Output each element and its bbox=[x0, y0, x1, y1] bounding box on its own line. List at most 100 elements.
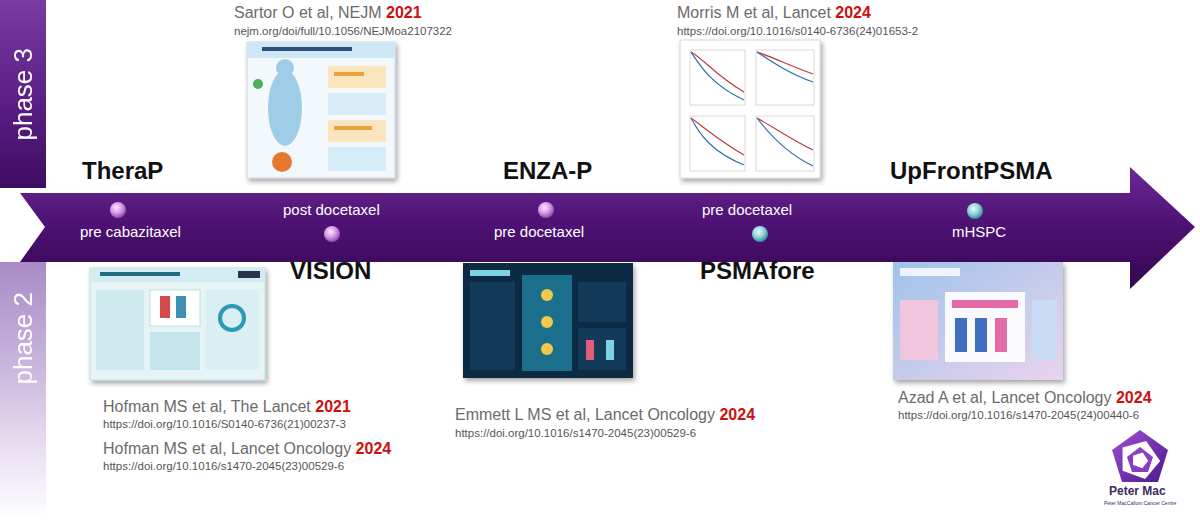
phase-label: phase 3 bbox=[10, 48, 36, 141]
infographic-ring bbox=[220, 306, 244, 330]
infographic-panel bbox=[1032, 300, 1057, 360]
infographic-panel bbox=[470, 282, 515, 370]
doi-link: https://doi.org/10.1016/S0140-6736(21)00… bbox=[103, 418, 346, 430]
survival-curve bbox=[691, 118, 744, 155]
thumbnail-header bbox=[90, 268, 265, 282]
infographic-dot bbox=[541, 289, 553, 301]
trial-marker bbox=[967, 203, 983, 219]
trial-name: VISION bbox=[290, 257, 371, 284]
doi-link: https://doi.org/10.1016/s1470-2045(24)00… bbox=[898, 409, 1139, 421]
infographic-bar bbox=[334, 126, 372, 130]
text-line: PSMAfore bbox=[700, 258, 815, 284]
infographic-bar bbox=[952, 300, 1018, 308]
stage-label: pre docetaxel bbox=[494, 224, 584, 241]
trial-marker bbox=[324, 226, 340, 242]
infographic-panel bbox=[328, 120, 386, 142]
survival-curve bbox=[757, 52, 813, 82]
publication-year: 2024 bbox=[1116, 389, 1152, 406]
citation: Azad A et al, Lancet Oncology bbox=[898, 389, 1111, 406]
arrow-body bbox=[20, 167, 1195, 289]
logo-shape bbox=[1112, 430, 1168, 482]
text-line: nejm.org/doi/full/10.1056/NEJMoa2107322 bbox=[234, 25, 452, 38]
plot-axes bbox=[756, 50, 814, 105]
survival-curve bbox=[691, 118, 744, 165]
phase-bar: phase 2 bbox=[0, 262, 46, 520]
infographic-figure bbox=[955, 318, 967, 352]
trial-marker bbox=[538, 202, 554, 218]
thumbnail-logo bbox=[238, 271, 260, 278]
thumbnail-frame bbox=[247, 42, 395, 178]
text-line: https://doi.org/10.1016/s1470-2045(23)00… bbox=[103, 460, 344, 473]
text-line: Morris M et al, Lancet2024 bbox=[677, 4, 871, 22]
thumbnail-title-bar bbox=[100, 272, 180, 276]
text-line: ENZA-P bbox=[503, 158, 592, 184]
survival-curve bbox=[691, 52, 744, 92]
timeline-arrow: pre cabazitaxelpost docetaxelpre docetax… bbox=[20, 165, 1196, 292]
infographic-dot bbox=[253, 79, 263, 89]
thumbnail-frame bbox=[893, 262, 1063, 380]
trial-name: TheraP bbox=[82, 157, 163, 184]
survival-curve bbox=[757, 118, 813, 150]
citation: Sartor O et al, NEJM bbox=[234, 4, 382, 21]
doi-link: nejm.org/doi/full/10.1056/NEJMoa2107322 bbox=[234, 25, 452, 37]
text-line: Sartor O et al, NEJM2021 bbox=[234, 4, 422, 22]
doi-link: https://doi.org/10.1016/s1470-2045(23)00… bbox=[103, 460, 344, 472]
text-line: Emmett L MS et al, Lancet Oncology2024 bbox=[455, 406, 755, 424]
citation: Morris M et al, Lancet bbox=[677, 4, 831, 21]
text-line: TheraP bbox=[82, 158, 163, 184]
body-silhouette bbox=[276, 59, 294, 77]
trial-name: UpFrontPSMA bbox=[890, 157, 1053, 184]
plot-axes bbox=[690, 116, 745, 171]
infographic-column bbox=[522, 275, 572, 371]
stage-label: mHSPC bbox=[952, 224, 1006, 241]
thumbnail-title-bar bbox=[900, 268, 960, 276]
logo-subtext: Peter MacCallum Cancer Centre bbox=[1104, 500, 1176, 506]
publication-year: 2021 bbox=[386, 4, 422, 21]
text-line: VISION bbox=[290, 258, 371, 284]
infographic-panel bbox=[945, 292, 1025, 362]
text-line: https://doi.org/10.1016/S0140-6736(21)00… bbox=[103, 418, 346, 431]
infographic-figure bbox=[160, 296, 170, 318]
publication-year: 2024 bbox=[719, 406, 755, 423]
stage-label: pre docetaxel bbox=[702, 202, 792, 219]
logo-shape bbox=[1127, 447, 1153, 472]
text-line: https://doi.org/10.1016/s1470-2045(23)00… bbox=[455, 427, 696, 440]
text-line: Hofman MS et al, The Lancet2021 bbox=[103, 398, 351, 416]
survival-curve bbox=[757, 52, 813, 74]
thumbnail-title-bar bbox=[470, 270, 510, 276]
publication-year: 2024 bbox=[356, 440, 392, 457]
arrow-shape bbox=[20, 165, 1196, 292]
infographic-figure bbox=[995, 318, 1007, 352]
phase-bar: phase 3 bbox=[0, 0, 46, 188]
publication-year: 2024 bbox=[835, 4, 871, 21]
survival-curve bbox=[691, 52, 744, 100]
text-line: UpFrontPSMA bbox=[890, 158, 1053, 184]
doi-link: https://doi.org/10.1016/s1470-2045(23)00… bbox=[455, 427, 696, 439]
vision-infographic bbox=[247, 42, 395, 178]
text-line: Azad A et al, Lancet Oncology 2024 bbox=[898, 389, 1152, 407]
infographic-panel bbox=[328, 147, 386, 171]
trial-marker bbox=[752, 226, 768, 242]
infographic-figure bbox=[176, 296, 186, 318]
logo-text: Peter Mac bbox=[1109, 484, 1166, 498]
infographic-panel bbox=[206, 290, 258, 370]
infographic-panel bbox=[900, 300, 938, 360]
text-line: Hofman MS et al, Lancet Oncology 2024 bbox=[103, 440, 391, 458]
logo-shape bbox=[1115, 434, 1165, 482]
infographic-panel bbox=[328, 66, 386, 88]
plot-axes bbox=[756, 116, 814, 171]
thumbnail-title-bar bbox=[262, 47, 352, 51]
citation: Hofman MS et al, The Lancet bbox=[103, 398, 311, 415]
text-line: Peter MacCallum Cancer Centre bbox=[1104, 501, 1176, 507]
stage-label: post docetaxel bbox=[283, 202, 380, 219]
infographic-bar bbox=[334, 72, 364, 76]
infographic-figure bbox=[586, 340, 594, 360]
peter-mac-logo bbox=[1112, 430, 1168, 482]
infographic-panel bbox=[96, 290, 144, 370]
citation: Hofman MS et al, Lancet Oncology bbox=[103, 440, 351, 457]
infographic-panel bbox=[578, 328, 626, 370]
trial-name: PSMAfore bbox=[700, 257, 815, 284]
text-line: https://doi.org/10.1016/s0140-6736(24)01… bbox=[677, 25, 918, 38]
plot-axes bbox=[690, 50, 745, 105]
infographic-figure bbox=[975, 318, 987, 352]
